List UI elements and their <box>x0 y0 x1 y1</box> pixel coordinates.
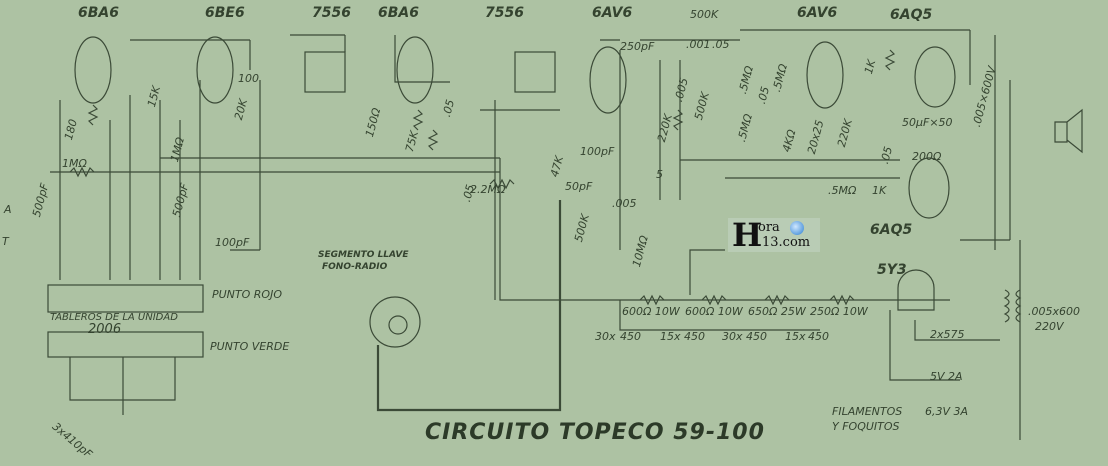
component-label: 200Ω <box>912 150 942 163</box>
switch-label: FONO-RADIO <box>322 262 388 272</box>
tube-label: 7556 <box>312 5 351 21</box>
tube-symbols <box>74 36 956 311</box>
component-label: .5MΩ <box>828 184 857 197</box>
component-label: 50µF×50 <box>902 116 953 129</box>
switch-label: SEGMENTO LLAVE <box>318 250 409 260</box>
watermark-text: ora <box>758 220 780 235</box>
capacitor-label: 30x <box>595 330 616 343</box>
globe-icon <box>790 221 804 235</box>
resistors <box>69 49 896 306</box>
component-label: 100 <box>238 72 259 85</box>
component-label: 1K <box>872 184 887 197</box>
tube-label: 5Y3 <box>877 262 907 278</box>
filament-5v-label: 5V 2A <box>930 370 963 383</box>
capacitor-label: 30x <box>722 330 743 343</box>
capacitor-label: 450 <box>808 330 829 343</box>
resistor-label: 600Ω 10W <box>685 305 743 318</box>
antenna-label: A <box>4 203 12 216</box>
component-label: 2.2MΩ <box>470 183 506 196</box>
capacitor-label: 15x <box>785 330 806 343</box>
ground-label: T <box>2 235 9 248</box>
component-label: .005 <box>612 197 637 210</box>
mains-label: 220V <box>1035 320 1064 333</box>
tube-label: 6AV6 <box>797 5 838 21</box>
component-label: 5 <box>656 168 663 181</box>
watermark-text: 13.com <box>762 235 811 250</box>
board-number: 2006 <box>88 322 122 337</box>
tube-label: 6BA6 <box>78 5 119 21</box>
filament-6v-label: 6,3V 3A <box>925 405 969 418</box>
capacitor-label: 450 <box>746 330 767 343</box>
tube-label: 6BE6 <box>205 5 245 21</box>
hv-winding-label: 2x575 <box>930 328 965 341</box>
component-label: 100pF <box>580 145 615 158</box>
watermark-logo: H ora 13.com <box>728 216 820 254</box>
red-dot-label: PUNTO ROJO <box>212 288 282 301</box>
filament-label: FILAMENTOS <box>832 405 903 418</box>
component-label: 100pF <box>215 236 250 249</box>
capacitor-label: 15x <box>660 330 681 343</box>
capacitor-label: 450 <box>620 330 641 343</box>
line-cap-label: .005x600 <box>1028 305 1080 318</box>
component-label: 250pF <box>620 40 655 53</box>
resistor-label: 650Ω 25W <box>748 305 806 318</box>
tube-label: 6BA6 <box>378 5 419 21</box>
tube-label: 6AQ5 <box>870 222 913 238</box>
resistor-label: 250Ω 10W <box>810 305 868 318</box>
tube-label: 6AQ5 <box>890 7 933 23</box>
resistor-label: 600Ω 10W <box>622 305 680 318</box>
board-label: TABLEROS DE LA UNIDAD <box>50 312 178 323</box>
watermark-letter: H <box>732 216 763 254</box>
capacitor-label: 450 <box>684 330 705 343</box>
component-label: .001 <box>686 38 711 51</box>
green-dot-label: PUNTO VERDE <box>210 340 290 353</box>
component-label: .05 <box>712 38 730 51</box>
diagram-title: CIRCUITO TOPECO 59-100 <box>425 420 765 445</box>
tube-label: 6AV6 <box>592 5 633 21</box>
tube-label: 7556 <box>485 5 524 21</box>
component-label: 500K <box>690 8 719 21</box>
component-label: 1MΩ <box>62 157 87 170</box>
component-label: 50pF <box>565 180 593 193</box>
filament-label: Y FOQUITOS <box>832 420 900 433</box>
